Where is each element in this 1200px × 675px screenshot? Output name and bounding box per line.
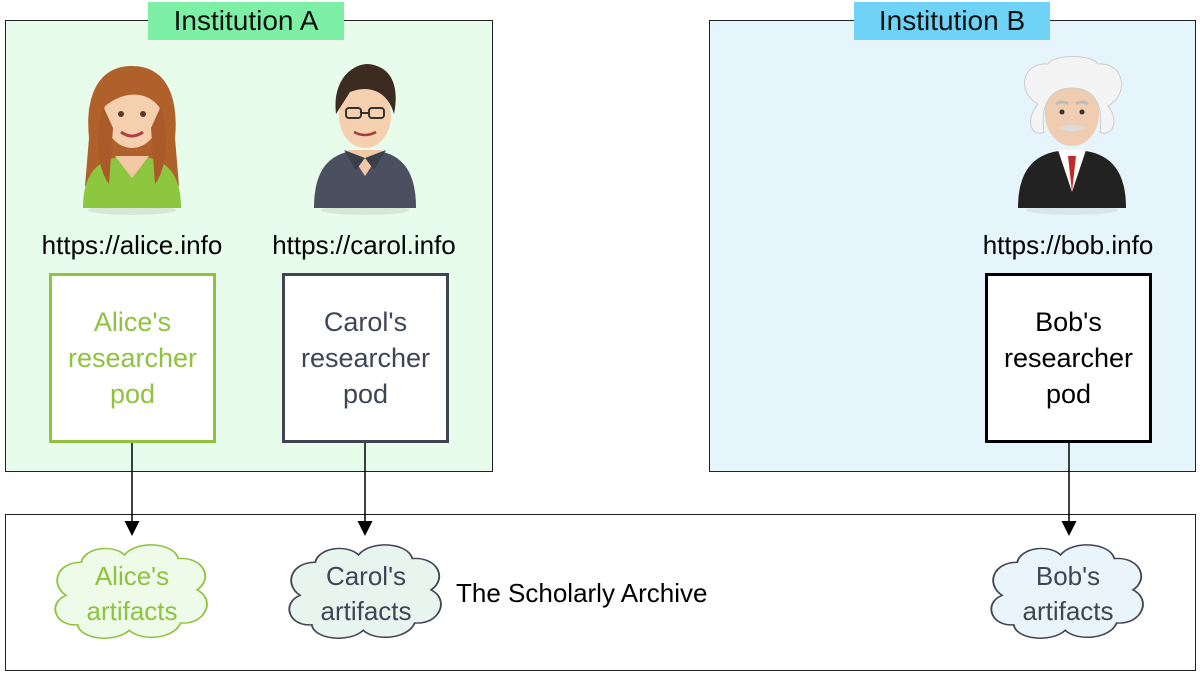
person-with-glasses-icon (314, 64, 416, 215)
scholarly-archive-box (5, 514, 1196, 671)
carol-pod-line-3: pod (342, 379, 389, 409)
alice-pod: Alice's researcher pod (49, 273, 216, 443)
bob-pod-line-2: researcher (1003, 343, 1134, 373)
carol-artifacts-line-1: Carol's (326, 561, 406, 591)
carol-pod-line-2: researcher (300, 343, 431, 373)
female-avatar-icon (83, 66, 181, 215)
alice-artifacts-line-2: artifacts (86, 596, 177, 626)
bob-artifacts-line-2: artifacts (1022, 596, 1113, 626)
bob-url: https://bob.info (982, 230, 1154, 260)
scholarly-archive-label: The Scholarly Archive (456, 578, 708, 608)
carol-url: https://carol.info (272, 230, 456, 260)
bob-pod-line-3: pod (1045, 379, 1092, 409)
carol-pod-line-1: Carol's (323, 307, 408, 337)
bob-pod-line-1: Bob's (1035, 307, 1102, 337)
alice-url: https://alice.info (41, 230, 223, 260)
einstein-avatar-icon (1018, 56, 1126, 215)
bob-artifacts-line-1: Bob's (1036, 561, 1100, 591)
alice-pod-line-1: Alice's (93, 307, 172, 337)
carol-pod: Carol's researcher pod (282, 273, 449, 443)
institution-a-label: Institution A (148, 2, 344, 40)
alice-artifacts-line-1: Alice's (95, 561, 169, 591)
bob-pod: Bob's researcher pod (985, 273, 1152, 443)
alice-pod-line-3: pod (109, 379, 156, 409)
institution-b-label: Institution B (854, 2, 1050, 40)
carol-artifacts-line-2: artifacts (320, 596, 411, 626)
alice-pod-line-2: researcher (67, 343, 198, 373)
